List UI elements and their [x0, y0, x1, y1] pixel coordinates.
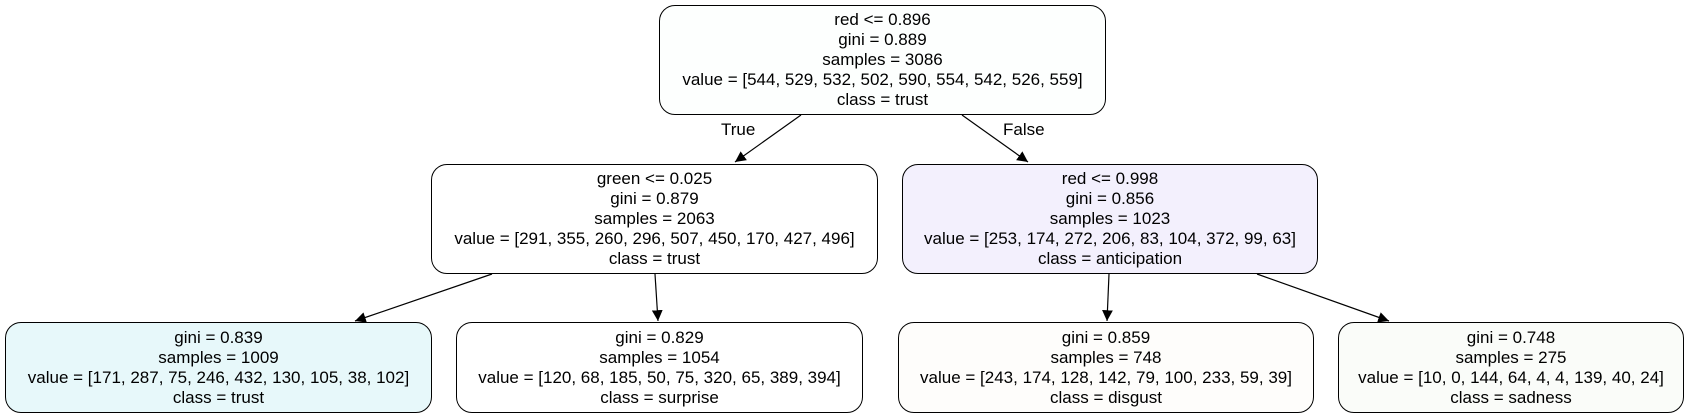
- node-left-split: green <= 0.025: [596, 169, 713, 188]
- tree-leaf-rr: gini = 0.748 samples = 275 value = [10, …: [1338, 322, 1684, 413]
- node-right-class: class = anticipation: [1037, 249, 1183, 268]
- tree-node-left: green <= 0.025 gini = 0.879 samples = 20…: [431, 164, 878, 274]
- tree-node-root: red <= 0.896 gini = 0.889 samples = 3086…: [659, 5, 1106, 115]
- node-left-value: value = [291, 355, 260, 296, 507, 450, 1…: [454, 229, 855, 248]
- leaf-lr-gini: gini = 0.829: [615, 327, 704, 347]
- leaf-lr-samples: samples = 1054: [599, 347, 720, 367]
- edge-right-rl: [1102, 273, 1113, 322]
- leaf-rl-samples: samples = 748: [1050, 347, 1162, 367]
- edge-label-false: False: [1003, 120, 1045, 139]
- node-root-class: class = trust: [836, 90, 929, 109]
- tree-leaf-lr: gini = 0.829 samples = 1054 value = [120…: [456, 322, 863, 413]
- leaf-rl-value: value = [243, 174, 128, 142, 79, 100, 23…: [920, 367, 1292, 387]
- node-root-value: value = [544, 529, 532, 502, 590, 554, 5…: [682, 70, 1083, 89]
- leaf-rr-gini: gini = 0.748: [1466, 327, 1556, 347]
- leaf-ll-gini: gini = 0.839: [174, 327, 263, 347]
- leaf-ll-value: value = [171, 287, 75, 246, 432, 130, 10…: [27, 367, 410, 387]
- edge-label-true: True: [721, 120, 756, 139]
- node-left-gini: gini = 0.879: [610, 189, 699, 208]
- leaf-rr-samples: samples = 275: [1455, 347, 1567, 367]
- edge-left-ll: [354, 273, 493, 323]
- tree-node-right: red <= 0.998 gini = 0.856 samples = 1023…: [902, 164, 1318, 274]
- node-right-gini: gini = 0.856: [1065, 189, 1155, 208]
- edge-right-rr: [1256, 273, 1390, 323]
- leaf-ll-class: class = trust: [172, 387, 265, 407]
- node-right-value: value = [253, 174, 272, 206, 83, 104, 37…: [924, 229, 1296, 248]
- node-root-split: red <= 0.896: [834, 10, 931, 29]
- tree-leaf-ll: gini = 0.839 samples = 1009 value = [171…: [5, 322, 432, 413]
- node-root-samples: samples = 3086: [822, 50, 943, 69]
- leaf-rr-class: class = sadness: [1450, 387, 1572, 407]
- edge-left-lr: [651, 273, 663, 322]
- leaf-lr-value: value = [120, 68, 185, 50, 75, 320, 65, …: [478, 367, 841, 387]
- node-left-class: class = trust: [608, 249, 701, 268]
- leaf-rl-class: class = disgust: [1050, 387, 1162, 407]
- node-root-gini: gini = 0.889: [838, 30, 927, 49]
- node-right-split: red <= 0.998: [1061, 169, 1159, 188]
- leaf-rr-value: value = [10, 0, 144, 64, 4, 4, 139, 40, …: [1358, 367, 1664, 387]
- leaf-lr-class: class = surprise: [600, 387, 719, 407]
- leaf-rl-gini: gini = 0.859: [1061, 327, 1151, 347]
- leaf-ll-samples: samples = 1009: [158, 347, 279, 367]
- edge-root-right: [961, 114, 1029, 163]
- tree-leaf-rl: gini = 0.859 samples = 748 value = [243,…: [898, 322, 1314, 413]
- node-left-samples: samples = 2063: [594, 209, 715, 228]
- node-right-samples: samples = 1023: [1049, 209, 1171, 228]
- edge-root-left: [734, 114, 802, 163]
